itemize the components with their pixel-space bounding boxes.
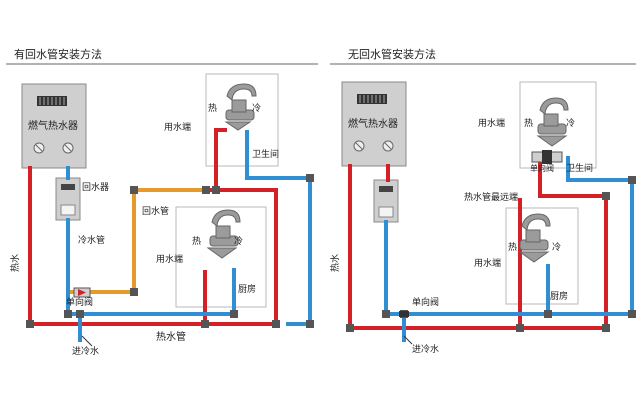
right-faucet-bath xyxy=(536,97,569,147)
right-tap-cold-2: 冷 xyxy=(552,241,561,253)
right-heater-label: 燃气热水器 xyxy=(348,117,398,130)
left-tap-cold-1: 冷 xyxy=(252,102,261,114)
left-check-valve-icon xyxy=(73,287,91,298)
right-title: 无回水管安装方法 xyxy=(348,47,436,61)
left-cold-pipe xyxy=(66,166,236,316)
right-farthest-label: 热水管最远端 xyxy=(464,191,518,203)
right-use-point-1: 用水端 xyxy=(478,117,505,129)
left-kitchen-label: 厨房 xyxy=(238,283,256,295)
left-tap-cold-2: 冷 xyxy=(234,235,243,247)
left-heater-label: 燃气热水器 xyxy=(28,119,78,132)
left-tap-hot-2: 热 xyxy=(192,235,201,247)
left-heater xyxy=(21,83,87,169)
right-kitchen-label: 厨房 xyxy=(550,290,568,302)
left-tap-hot-1: 热 xyxy=(208,102,217,114)
left-return-pipe-label: 回水管 xyxy=(142,205,169,217)
right-tap-hot-1: 热 xyxy=(524,117,533,129)
right-hot-water-label: 热水 xyxy=(329,254,341,272)
left-title: 有回水管安装方法 xyxy=(14,47,102,61)
left-bathroom-label: 卫生间 xyxy=(252,148,279,160)
right-cold-pipe xyxy=(384,156,634,342)
right-check-valve-label: 单向阀 xyxy=(412,296,439,308)
left-recirc-unit xyxy=(55,177,81,221)
left-joints xyxy=(26,174,314,328)
left-use-point-1: 用水端 xyxy=(164,121,191,133)
left-use-point-2: 用水端 xyxy=(156,253,183,265)
left-faucet-kitchen xyxy=(206,209,241,259)
right-bathroom-label: 卫生间 xyxy=(566,162,593,174)
left-hot-branch-bath xyxy=(214,128,227,192)
right-check-valve-main-icon xyxy=(399,311,409,317)
right-check-valve-bath-icon xyxy=(531,150,563,164)
left-cold-pipe-label: 冷水管 xyxy=(78,234,105,246)
right-hot-branch-bath xyxy=(538,156,608,198)
left-recirc-label: 回水器 xyxy=(82,181,109,193)
left-faucet-bath xyxy=(224,83,257,131)
left-check-valve-label: 单向阀 xyxy=(66,296,93,308)
left-hot-pipe-label: 热水管 xyxy=(156,330,186,343)
right-cold-in-leader xyxy=(403,335,413,345)
right-heater xyxy=(341,81,407,167)
right-check-valve-2: 单向阀 xyxy=(530,163,554,173)
right-faucet-kitchen xyxy=(518,213,551,263)
right-cold-in-label: 进冷水 xyxy=(412,343,439,355)
left-return-pipe xyxy=(66,188,208,294)
right-tap-cold-1: 冷 xyxy=(566,117,575,129)
right-tap-hot-2: 热 xyxy=(508,241,517,253)
left-cold-in-label: 进冷水 xyxy=(72,345,99,357)
right-use-point-2: 用水端 xyxy=(474,257,501,269)
left-hot-water-label: 热水 xyxy=(9,254,21,272)
left-cold-in-leader xyxy=(81,335,93,347)
right-recirc-unit xyxy=(373,179,399,223)
